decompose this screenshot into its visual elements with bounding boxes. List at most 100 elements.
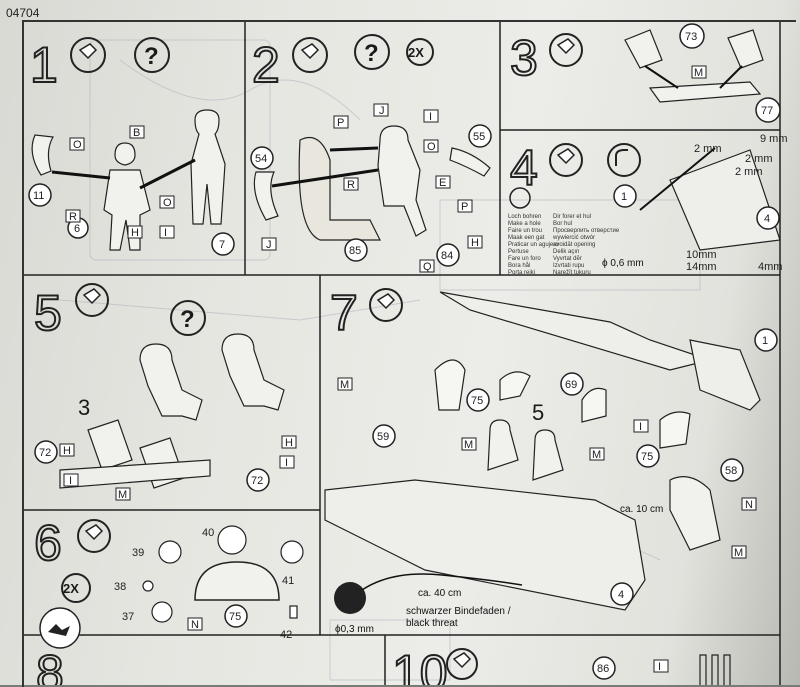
seat-part	[624, 29, 663, 69]
svg-text:M: M	[464, 439, 473, 451]
svg-text:Q: Q	[423, 261, 432, 273]
glue-icon	[70, 37, 106, 73]
svg-text:H: H	[131, 227, 139, 239]
document-code: 04704	[6, 6, 40, 20]
glue-tube-icon	[78, 43, 98, 60]
svg-text:I: I	[69, 475, 72, 487]
svg-text:2 mm: 2 mm	[694, 143, 722, 155]
fuselage-nose	[689, 339, 761, 411]
svg-text:75: 75	[229, 611, 241, 623]
arrow	[139, 158, 196, 190]
svg-text:Porta reiki: Porta reiki	[508, 270, 535, 276]
canopy-part	[499, 371, 531, 401]
svg-text:2 mm: 2 mm	[735, 166, 763, 178]
thread-spool	[334, 582, 366, 614]
tag-labels: O B R O I H	[65, 125, 175, 239]
step-5-number: 5	[34, 285, 62, 341]
svg-text:77: 77	[761, 105, 773, 117]
seated-pilot-figure	[377, 125, 427, 237]
suit-part	[190, 109, 226, 225]
step-1-number: 1	[30, 37, 58, 93]
seat-part	[87, 419, 133, 471]
floor-part	[59, 459, 211, 489]
svg-text:R: R	[69, 211, 77, 223]
svg-text:38: 38	[114, 581, 126, 593]
step-3-number: 3	[510, 30, 538, 86]
gauge	[217, 525, 247, 555]
drill-instructions-right: Dir forer et hul Bor hul Просверлить отв…	[552, 214, 620, 276]
svg-text:I: I	[429, 111, 432, 123]
svg-text:Make a hole: Make a hole	[508, 221, 541, 227]
svg-text:Delik açın: Delik açın	[553, 249, 579, 255]
canopy-part	[659, 411, 691, 449]
svg-text:I: I	[639, 421, 642, 433]
svg-text:M: M	[118, 489, 127, 501]
svg-text:86: 86	[597, 663, 609, 675]
step-10-number: 10	[392, 645, 448, 685]
svg-text:ca. 10 cm: ca. 10 cm	[620, 504, 663, 515]
svg-text:72: 72	[251, 475, 263, 487]
svg-text:Vyvrtat dĕr: Vyvrtat dĕr	[553, 256, 582, 262]
tag-labels: J P I O R E P J Q H	[261, 103, 483, 273]
step-1-panel: 1 ? 11 6 7 O B R O I H	[28, 36, 235, 256]
svg-text:P: P	[337, 117, 344, 129]
crew-figures	[487, 419, 564, 481]
arm-part	[31, 134, 54, 176]
svg-text:4: 4	[618, 589, 624, 601]
step-4-number: 4	[510, 140, 538, 196]
rotate-icon	[607, 143, 641, 177]
svg-text:I: I	[658, 661, 661, 673]
svg-text:P: P	[461, 201, 468, 213]
svg-text:J: J	[379, 105, 385, 117]
svg-text:I: I	[285, 457, 288, 469]
svg-text:J: J	[266, 239, 272, 251]
svg-text:Narežīt tukuru: Narežīt tukuru	[553, 270, 591, 276]
svg-text:O: O	[73, 139, 82, 151]
svg-text:N: N	[191, 619, 199, 631]
svg-text:85: 85	[349, 245, 361, 257]
svg-text:O: O	[427, 141, 436, 153]
svg-text:1: 1	[762, 335, 768, 347]
svg-text:75: 75	[641, 451, 653, 463]
svg-text:M: M	[734, 547, 743, 559]
svg-text:Bor hul: Bor hul	[553, 221, 572, 227]
question-icon	[354, 34, 390, 70]
svg-text:Loch bohren: Loch bohren	[508, 214, 541, 220]
svg-text:2X: 2X	[63, 581, 79, 596]
canopy-part	[434, 359, 466, 411]
svg-text:B: B	[133, 127, 140, 139]
svg-text:2 mm: 2 mm	[745, 153, 773, 165]
panel-grid	[22, 20, 781, 685]
svg-text:2X: 2X	[408, 45, 424, 60]
svg-text:41: 41	[282, 575, 294, 587]
svg-text:black threat: black threat	[406, 618, 458, 629]
svg-text:Maak een gat: Maak een gat	[508, 235, 545, 241]
arm-part	[449, 147, 491, 177]
svg-text:4: 4	[764, 213, 770, 225]
arm-part	[253, 171, 279, 221]
part-sprue	[699, 654, 731, 685]
svg-text:Izvrtati rupu: Izvrtati rupu	[553, 263, 584, 269]
svg-text:N: N	[745, 499, 753, 511]
tag-labels: M M I M N M	[337, 377, 757, 559]
svg-text:73: 73	[685, 31, 697, 43]
rear-canopy-part	[669, 476, 721, 551]
svg-text:69: 69	[565, 379, 577, 391]
step-7-panel: 7 1 75 59 69 75 58 4 5 M M I M N	[324, 284, 778, 635]
part-number: 11	[33, 190, 44, 202]
multiplier-badge	[406, 38, 434, 66]
gauge	[158, 540, 182, 564]
step-6-number: 6	[34, 515, 62, 571]
drill-instructions-left: Loch bohren Make a hole Faire un trou Ma…	[508, 214, 559, 276]
svg-text:Faire un trou: Faire un trou	[508, 228, 542, 234]
step-7-number: 7	[330, 285, 358, 341]
svg-text:Просверлить отверстие: Просверлить отверстие	[553, 228, 620, 234]
fuselage-lower-half	[324, 479, 646, 611]
glue-icon	[292, 37, 328, 73]
svg-text:ϕ0,3 mm: ϕ0,3 mm	[335, 624, 374, 635]
svg-text:5: 5	[532, 400, 544, 425]
svg-text:M: M	[592, 449, 601, 461]
svg-text:59: 59	[377, 431, 389, 443]
